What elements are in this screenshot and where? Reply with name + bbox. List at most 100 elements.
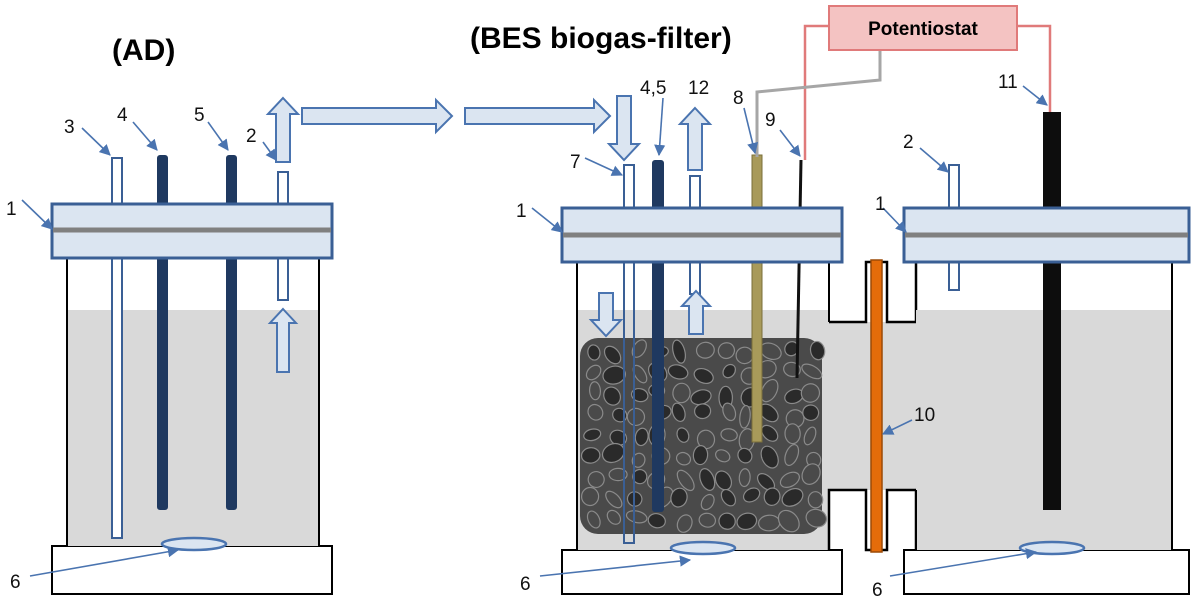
carbon-granule [587,470,605,489]
carbon-granule [602,365,626,385]
label-6-ad: 6 [10,572,21,593]
ad-gas-up-arrow-upper [265,96,301,163]
carbon-granule [784,443,800,467]
bes-anode-wall [576,262,830,550]
label-12: 12 [688,78,709,99]
carbon-granule [634,427,649,447]
label-6-cathode: 6 [872,580,883,601]
label-4-5: 4,5 [640,78,666,99]
biogas-transfer-arrow-1 [301,97,454,135]
carbon-granule [720,488,737,507]
granular-carbon-bed [580,338,828,534]
potentiostat-label: Potentiostat [868,19,978,40]
carbon-granule [580,447,601,464]
carbon-granule [760,378,779,403]
bes-gas-in-arrow-upper [606,95,642,162]
bridge-connection [827,259,918,553]
callout-leaders [21,85,1048,577]
label-11: 11 [998,72,1018,93]
carbon-granule [672,339,686,364]
bes-anode-stirrer-bar [669,540,737,556]
bes-gas-out-arrow-lower [679,289,713,335]
bes-cathode-liquid-fill-bridge [916,322,918,490]
carbon-granule [586,510,601,529]
label-2-ad: 2 [246,126,257,147]
carbon-granule [714,470,733,491]
carbon-granule [694,403,712,420]
bes-cathode-stirrer-bar [1018,540,1086,556]
label-7: 7 [570,152,581,173]
label-10: 10 [914,405,935,426]
carbon-granule [667,364,689,380]
carbon-granule [715,449,731,463]
carbon-granule [588,381,602,401]
carbon-granule [585,364,602,381]
carbon-granule [693,367,714,385]
label-8: 8 [733,88,744,109]
bes-gas-out-arrow-upper [677,106,713,171]
carbon-granule [672,382,691,404]
label-1-ad: 1 [6,199,17,220]
carbon-granule [805,508,828,528]
potentiostat-box [828,5,1018,51]
carbon-granule [603,345,622,365]
carbon-granule [676,427,690,443]
carbon-granule [608,467,628,482]
bes-gas-in-arrow-lower [588,292,624,338]
bes-cathode-wall [915,262,1173,550]
label-2-cathode: 2 [903,132,914,153]
carbon-granule [698,512,717,528]
label-6-anode: 6 [520,574,531,595]
wire-to-reference-electrode [755,50,882,157]
carbon-granule [717,342,736,360]
biogas-transfer-arrow-2 [464,97,612,135]
ad-base [51,545,333,595]
carbon-granule [696,429,716,450]
carbon-granule [695,341,715,359]
wire-to-counter-electrode [1017,24,1052,112]
bes-cathode-chamber [902,112,1191,595]
carbon-granule [739,404,751,429]
carbon-granule [801,363,823,380]
ad-stirrer-bar [160,536,228,552]
reference-electrode-8 [751,154,763,443]
carbon-granule [676,514,693,533]
carbon-granule [700,493,715,511]
carbon-granule [777,509,800,533]
carbon-granule [760,445,779,469]
label-5: 5 [194,105,205,126]
carbon-granule [763,487,781,506]
carbon-granule [625,510,648,524]
carbon-granule [630,387,649,403]
carbon-granule [802,404,820,422]
carbon-granule [800,383,821,403]
membrane-10 [870,259,883,553]
label-1-cathode: 1 [875,194,886,215]
carbon-granule [699,468,716,491]
carbon-granule [676,469,695,492]
carbon-granule [675,451,692,466]
bes-anode-chamber [560,95,844,595]
label-4: 4 [117,105,128,126]
carbon-granule [632,468,648,485]
carbon-granule [603,386,622,406]
carbon-granule [670,487,688,508]
carbon-granule [718,512,736,530]
carbon-granule [784,423,801,445]
counter-electrode-11 [1043,112,1061,510]
carbon-granule [737,447,753,464]
carbon-granule [742,487,761,503]
ad-tube-3 [111,157,123,539]
carbon-granule [761,424,779,442]
title-ad: (AD) [112,34,175,67]
label-1-anode: 1 [516,201,527,222]
carbon-granule [801,463,821,485]
carbon-granule [692,445,709,466]
ad-gas-up-arrow-lower [267,307,299,373]
carbon-granule [647,512,666,529]
carbon-granule [671,402,686,423]
carbon-granule [606,509,622,525]
ad-reactor [50,96,334,595]
carbon-granule [809,340,826,361]
